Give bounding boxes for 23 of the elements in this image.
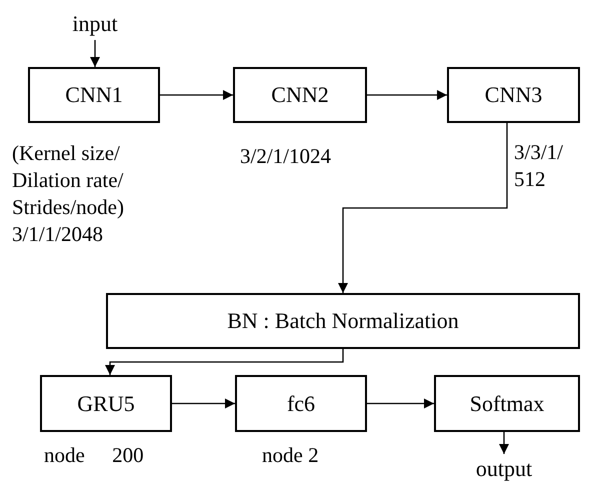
node-annotation: node 200 <box>44 442 145 469</box>
process-box: BN : Batch Normalization <box>106 293 580 349</box>
process-box: CNN1 <box>28 67 160 123</box>
arrow <box>172 398 235 408</box>
process-box: CNN3 <box>447 67 580 123</box>
arrow <box>367 398 434 408</box>
arrow <box>90 40 100 67</box>
arrow <box>338 123 508 293</box>
process-box: CNN2 <box>233 67 367 123</box>
arrow <box>367 90 447 100</box>
node-annotation: (Kernel size/ Dilation rate/ Strides/node) <box>12 140 125 221</box>
node-annotation: 3/1/1/2048 <box>12 221 104 248</box>
process-box: fc6 <box>235 375 367 432</box>
node-annotation: 3/3/1/ 512 <box>514 139 564 193</box>
process-box: Softmax <box>434 375 580 432</box>
process-box: GRU5 <box>40 375 172 432</box>
arrow <box>499 432 509 454</box>
arrow <box>105 349 344 375</box>
output-label: output <box>462 454 546 484</box>
node-annotation: 3/2/1/1024 <box>240 143 332 170</box>
arrow <box>160 90 233 100</box>
input-label: input <box>62 8 128 40</box>
node-annotation: node 2 <box>262 442 320 469</box>
